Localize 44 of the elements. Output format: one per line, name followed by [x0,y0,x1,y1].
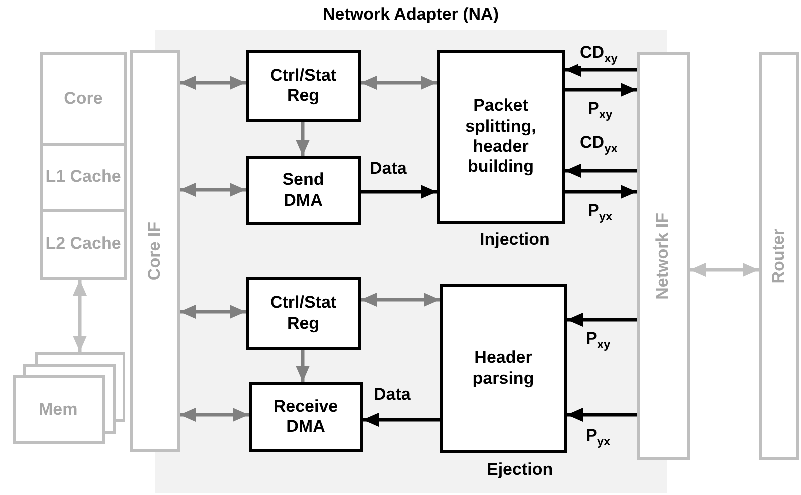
panel-title: Network Adapter (NA) [322,5,500,25]
section-label: Injection [480,230,550,250]
interface-bar [130,50,180,452]
component-box: Core [40,52,127,146]
arrow [361,293,440,307]
arrow [361,76,437,90]
arrow [363,413,440,427]
arrow [567,313,637,327]
arrow [690,263,759,277]
edge-label: P$_{yx}$ [584,427,613,449]
interface-bar [637,52,690,460]
interface-bar [759,52,799,460]
arrow [567,408,637,422]
memory-stack [13,352,125,444]
arrow [296,350,310,382]
interface-label: Core IF [144,222,165,280]
interface-label: Router [768,228,789,284]
process-box: Header parsing [440,284,567,453]
arrow [565,83,637,97]
arrow [361,185,437,199]
component-box: L2 Cache [40,209,127,280]
process-box: Ctrl/Stat Reg [246,277,361,350]
edge-label: P$_{xy}$ [586,100,615,122]
arrow [180,408,249,422]
arrow [180,76,246,90]
component-box: L1 Cache [40,143,127,212]
process-box: Send DMA [246,156,361,225]
edge-label: P$_{yx}$ [586,202,615,224]
arrow [565,185,637,199]
arrow [180,305,246,319]
edge-label: P$_{xy}$ [584,330,613,352]
arrow [73,280,87,352]
section-label: Ejection [487,460,554,480]
process-box: Receive DMA [249,382,363,452]
memory-label: Mem [39,400,78,420]
process-box: Packet splitting, header building [437,50,565,224]
interface-label: Network IF [653,212,674,300]
arrow [565,63,637,77]
process-box: Ctrl/Stat Reg [246,50,361,122]
arrow [180,183,246,197]
edge-label: CD$_{yx}$ [578,134,620,156]
edge-label: CD$_{xy}$ [578,44,620,66]
arrow [565,164,637,178]
arrow [296,122,310,156]
